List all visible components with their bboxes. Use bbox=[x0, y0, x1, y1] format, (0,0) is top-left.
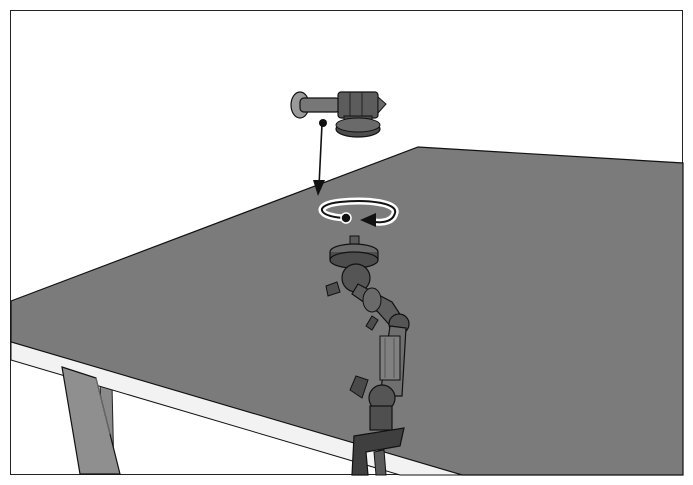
clamp-arm-mount-icon bbox=[325, 235, 410, 476]
table-leg-front bbox=[61, 366, 121, 475]
down-arrow-icon bbox=[313, 119, 327, 196]
table-icon bbox=[10, 146, 684, 476]
rotate-clockwise-icon bbox=[318, 197, 399, 227]
gopro-adapter-icon bbox=[290, 91, 387, 138]
table-edge bbox=[10, 341, 463, 476]
